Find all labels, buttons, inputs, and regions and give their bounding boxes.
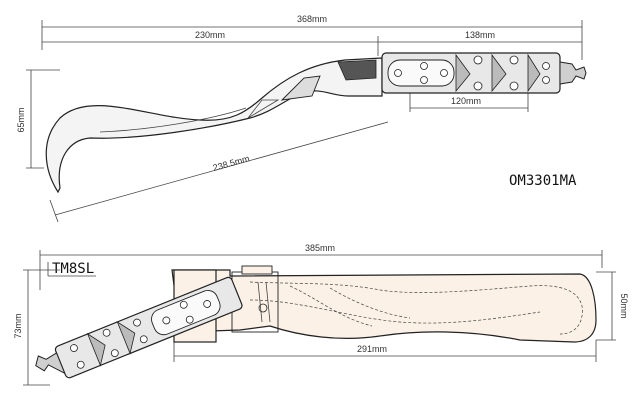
label-overall-length-top: 368mm xyxy=(297,14,327,24)
top-blade xyxy=(45,57,383,194)
label-grip-length-top: 120mm xyxy=(451,96,481,106)
bottom-handle xyxy=(35,276,243,379)
model-code-bottom: TM8SL xyxy=(52,261,94,277)
label-overall-length-bottom: 385mm xyxy=(305,243,335,253)
bottom-knife-drawing: TM8SL 385mm 73mm 50mm 291mm xyxy=(13,243,629,386)
dimension-blade-length-bottom: 291mm xyxy=(173,340,597,362)
dimension-grip-length-top: 120mm xyxy=(409,92,529,112)
model-code-bottom-box: TM8SL xyxy=(47,261,96,277)
dimension-height-top: 65mm xyxy=(16,69,60,169)
top-knife-drawing: 368mm 230mm 138mm 120mm 65mm 238.5mm xyxy=(16,14,587,223)
top-handle xyxy=(381,52,587,94)
label-blade-length-bottom: 291mm xyxy=(357,344,387,354)
dimension-blade-handle-top: 230mm 138mm xyxy=(42,30,582,56)
dimension-blade-height-bottom: 50mm xyxy=(596,271,629,341)
dimension-overall-length-top: 368mm xyxy=(41,14,583,60)
model-code-top: OM3301MA xyxy=(509,173,577,189)
label-blade-length-top: 230mm xyxy=(195,30,225,40)
label-edge-length-top: 238.5mm xyxy=(212,153,251,173)
label-blade-height-bottom: 50mm xyxy=(619,293,629,318)
label-handle-length-top: 138mm xyxy=(465,30,495,40)
dimension-height-bottom: 73mm xyxy=(13,269,60,386)
label-height-top: 65mm xyxy=(16,107,26,132)
label-height-bottom: 73mm xyxy=(13,313,23,338)
